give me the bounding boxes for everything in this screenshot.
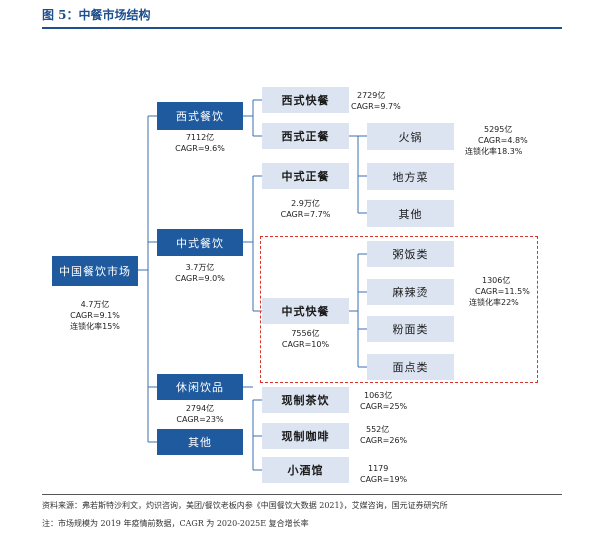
chinese-dining-size: 3.7万亿 — [185, 263, 215, 272]
congee-rice-box: 粥饭类 — [367, 241, 454, 267]
western-formal-box: 西式正餐 — [262, 123, 349, 149]
root-stat-size: 4.7万亿 — [80, 300, 110, 309]
western-dining-box: 西式餐饮 — [157, 102, 243, 130]
noodle-box: 粉面类 — [367, 316, 454, 342]
leisure-drinks-box: 休闲饮品 — [157, 374, 243, 400]
small-bar-box: 小酒馆 — [262, 457, 349, 483]
small-bar-size: 1179 — [368, 464, 389, 473]
title-rule — [42, 27, 562, 29]
figure-title: 图 5：中餐市场结构 — [42, 8, 151, 22]
hotpot-chain: 连锁化率18.3% — [465, 147, 523, 156]
footer-note: 注：市场规模为 2019 年疫情前数据，CAGR 为 2020-2025E 复合… — [42, 519, 309, 528]
footer-rule — [42, 494, 562, 495]
western-dining-cagr: CAGR=9.6% — [175, 144, 225, 153]
small-bar-cagr: CAGR=19% — [360, 475, 408, 484]
western-fastfood-size: 2729亿 — [357, 91, 386, 100]
fastfood-sub-size: 1306亿 — [482, 276, 511, 285]
fresh-tea-cagr: CAGR=25% — [360, 402, 408, 411]
chinese-dining-box: 中式餐饮 — [157, 229, 243, 256]
chinese-fastfood-size: 7556亿 — [291, 329, 320, 338]
fresh-coffee-cagr: CAGR=26% — [360, 436, 408, 445]
pastry-box: 面点类 — [367, 354, 454, 380]
chinese-fastfood-highlight — [260, 236, 538, 383]
western-dining-size: 7112亿 — [185, 133, 215, 142]
western-fastfood-cagr: CAGR=9.7% — [351, 102, 401, 111]
hotpot-size: 5295亿 — [484, 125, 513, 134]
chinese-formal-size: 2.9万亿 — [291, 199, 320, 208]
leisure-drinks-size: 2794亿 — [185, 404, 215, 413]
root-stat-cagr: CAGR=9.1% — [70, 311, 120, 320]
formal-other-box: 其他 — [367, 200, 454, 227]
chinese-fastfood-box: 中式快餐 — [262, 298, 349, 324]
fresh-coffee-box: 现制咖啡 — [262, 423, 349, 449]
leisure-drinks-cagr: CAGR=23% — [176, 415, 224, 424]
fresh-coffee-size: 552亿 — [366, 425, 390, 434]
fastfood-sub-chain: 连锁化率22% — [469, 298, 519, 307]
chinese-formal-cagr: CAGR=7.7% — [280, 210, 331, 219]
fresh-tea-size: 1063亿 — [364, 391, 393, 400]
chinese-dining-cagr: CAGR=9.0% — [175, 274, 225, 283]
western-fastfood-box: 西式快餐 — [262, 87, 349, 113]
hotpot-cagr: CAGR=4.8% — [478, 136, 528, 145]
chinese-formal-box: 中式正餐 — [262, 163, 349, 189]
footer-source: 资料来源：弗若斯特沙利文，灼识咨询，美团/餐饮老板内参《中国餐饮大数据 2021… — [42, 501, 448, 510]
malatang-box: 麻辣烫 — [367, 279, 454, 305]
fastfood-sub-cagr: CAGR=11.5% — [475, 287, 530, 296]
local-cuisine-box: 地方菜 — [367, 163, 454, 190]
root-box: 中国餐饮市场 — [52, 256, 138, 286]
fresh-tea-box: 现制茶饮 — [262, 387, 349, 413]
root-stat-chain: 连锁化率15% — [70, 322, 120, 331]
other-box: 其他 — [157, 429, 243, 455]
chinese-fastfood-cagr: CAGR=10% — [281, 340, 330, 349]
hotpot-box: 火锅 — [367, 123, 454, 150]
